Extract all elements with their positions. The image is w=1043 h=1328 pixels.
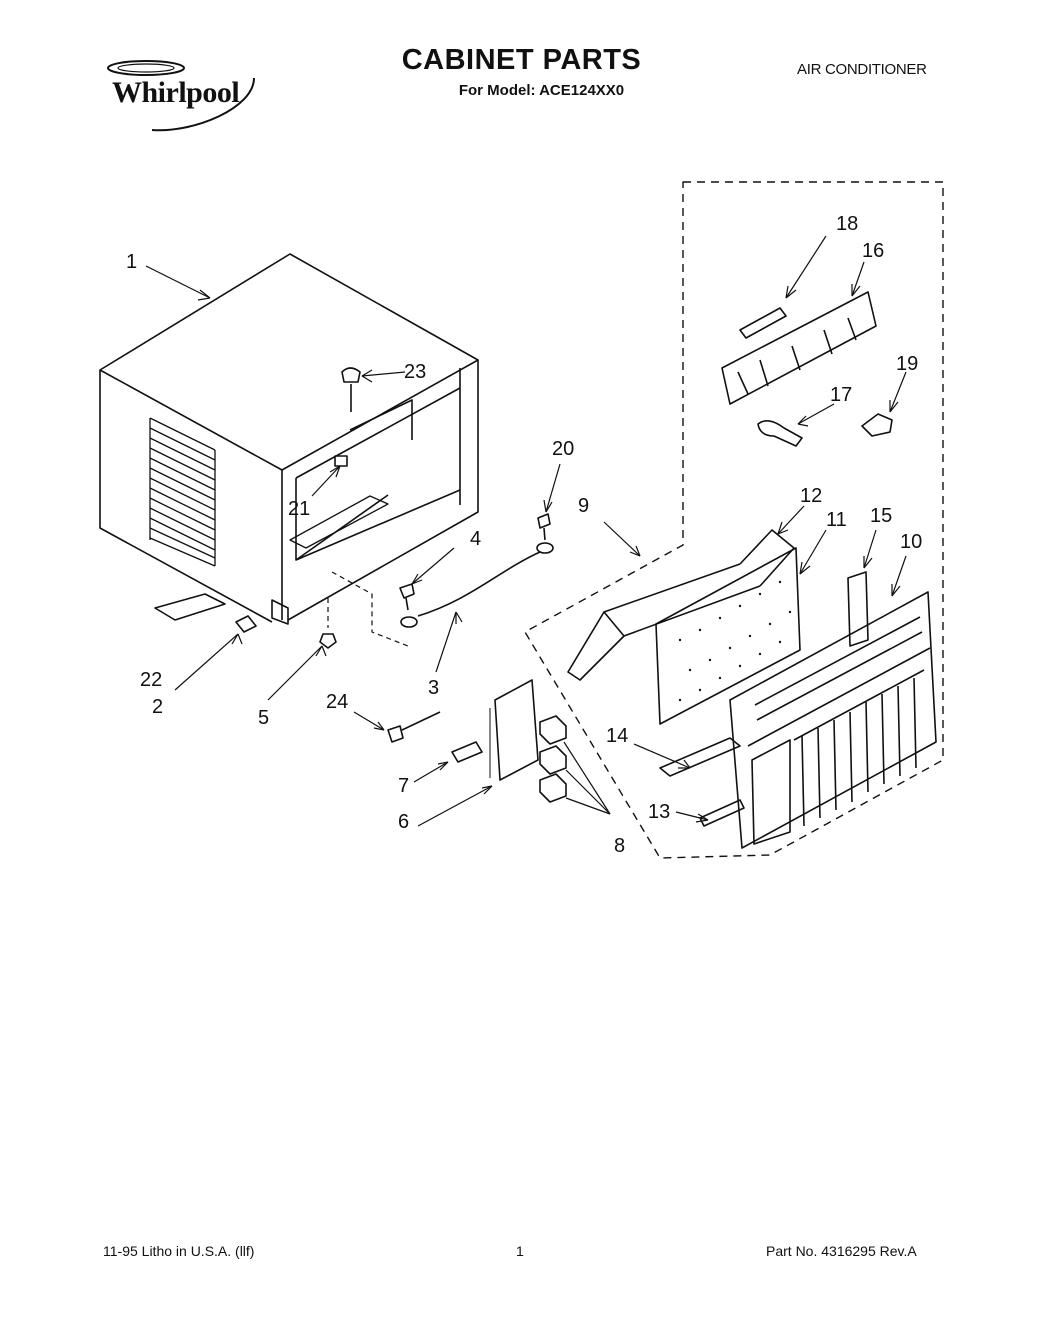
louver-clip-19 [861, 413, 893, 437]
part-number: Part No. 4316295 Rev.A [766, 1243, 917, 1259]
rail-14 [659, 737, 741, 777]
whirlpool-logo [107, 60, 255, 132]
callout-20: 20 [552, 438, 574, 460]
callout-5: 5 [258, 707, 269, 729]
cabinet-louvers [149, 417, 216, 567]
callout-3: 3 [428, 677, 439, 699]
brand-logo-text: Whirlpool [112, 76, 240, 109]
bracket-2 [235, 615, 257, 633]
control-panel-6 [494, 679, 539, 781]
screw-20 [537, 513, 551, 529]
filter-11 [655, 547, 801, 725]
clip-21 [334, 455, 348, 467]
callout-23: 23 [404, 361, 426, 383]
foam-strip [289, 495, 389, 549]
ground-wire-3 [400, 542, 554, 628]
plug-23 [341, 367, 361, 383]
nut-5 [319, 633, 337, 649]
foam-strip-15 [847, 571, 869, 647]
callout-15: 15 [870, 505, 892, 527]
callout-11: 11 [826, 509, 847, 531]
screw-4 [399, 583, 415, 599]
callout-8: 8 [614, 835, 625, 857]
callout-numbers: 1 23 21 20 4 9 22 2 5 3 24 7 6 8 18 16 1… [126, 213, 922, 857]
subassembly-boundary [524, 181, 944, 859]
louver-frame-16 [721, 291, 877, 405]
bracket-7 [451, 741, 483, 763]
callout-7: 7 [398, 775, 409, 797]
callout-10: 10 [900, 531, 922, 553]
foam-pad-22 [154, 593, 226, 621]
callout-12: 12 [800, 485, 822, 507]
product-type: AIR CONDITIONER [797, 61, 927, 78]
callout-2: 2 [152, 696, 163, 718]
callout-9: 9 [578, 495, 589, 517]
callout-21: 21 [288, 498, 310, 520]
filter-dots [678, 580, 792, 702]
louver-clip-17 [757, 420, 803, 447]
cable-tie-24 [387, 725, 404, 743]
page-title: CABINET PARTS [401, 44, 642, 76]
page-number: 1 [516, 1243, 524, 1259]
front-grille-10 [729, 591, 937, 849]
model-subtitle: For Model: ACE124XX0 [458, 82, 625, 99]
callout-24: 24 [326, 691, 348, 713]
cabinet-part [99, 253, 479, 625]
footer-print-info: 11-95 Litho in U.S.A. (llf) [103, 1243, 255, 1259]
callout-17: 17 [830, 384, 852, 406]
callout-1: 1 [126, 251, 137, 273]
callout-18: 18 [836, 213, 858, 235]
control-knobs-8 [539, 715, 567, 803]
rail-13 [699, 799, 745, 827]
callout-19: 19 [896, 353, 918, 375]
filter-frame-12 [567, 529, 795, 681]
callout-13: 13 [648, 801, 670, 823]
callout-22: 22 [140, 669, 162, 691]
leader-lines [145, 235, 907, 827]
callout-14: 14 [606, 725, 628, 747]
callout-6: 6 [398, 811, 409, 833]
callout-4: 4 [470, 528, 481, 550]
callout-16: 16 [862, 240, 884, 262]
louver-part-18 [739, 307, 787, 339]
